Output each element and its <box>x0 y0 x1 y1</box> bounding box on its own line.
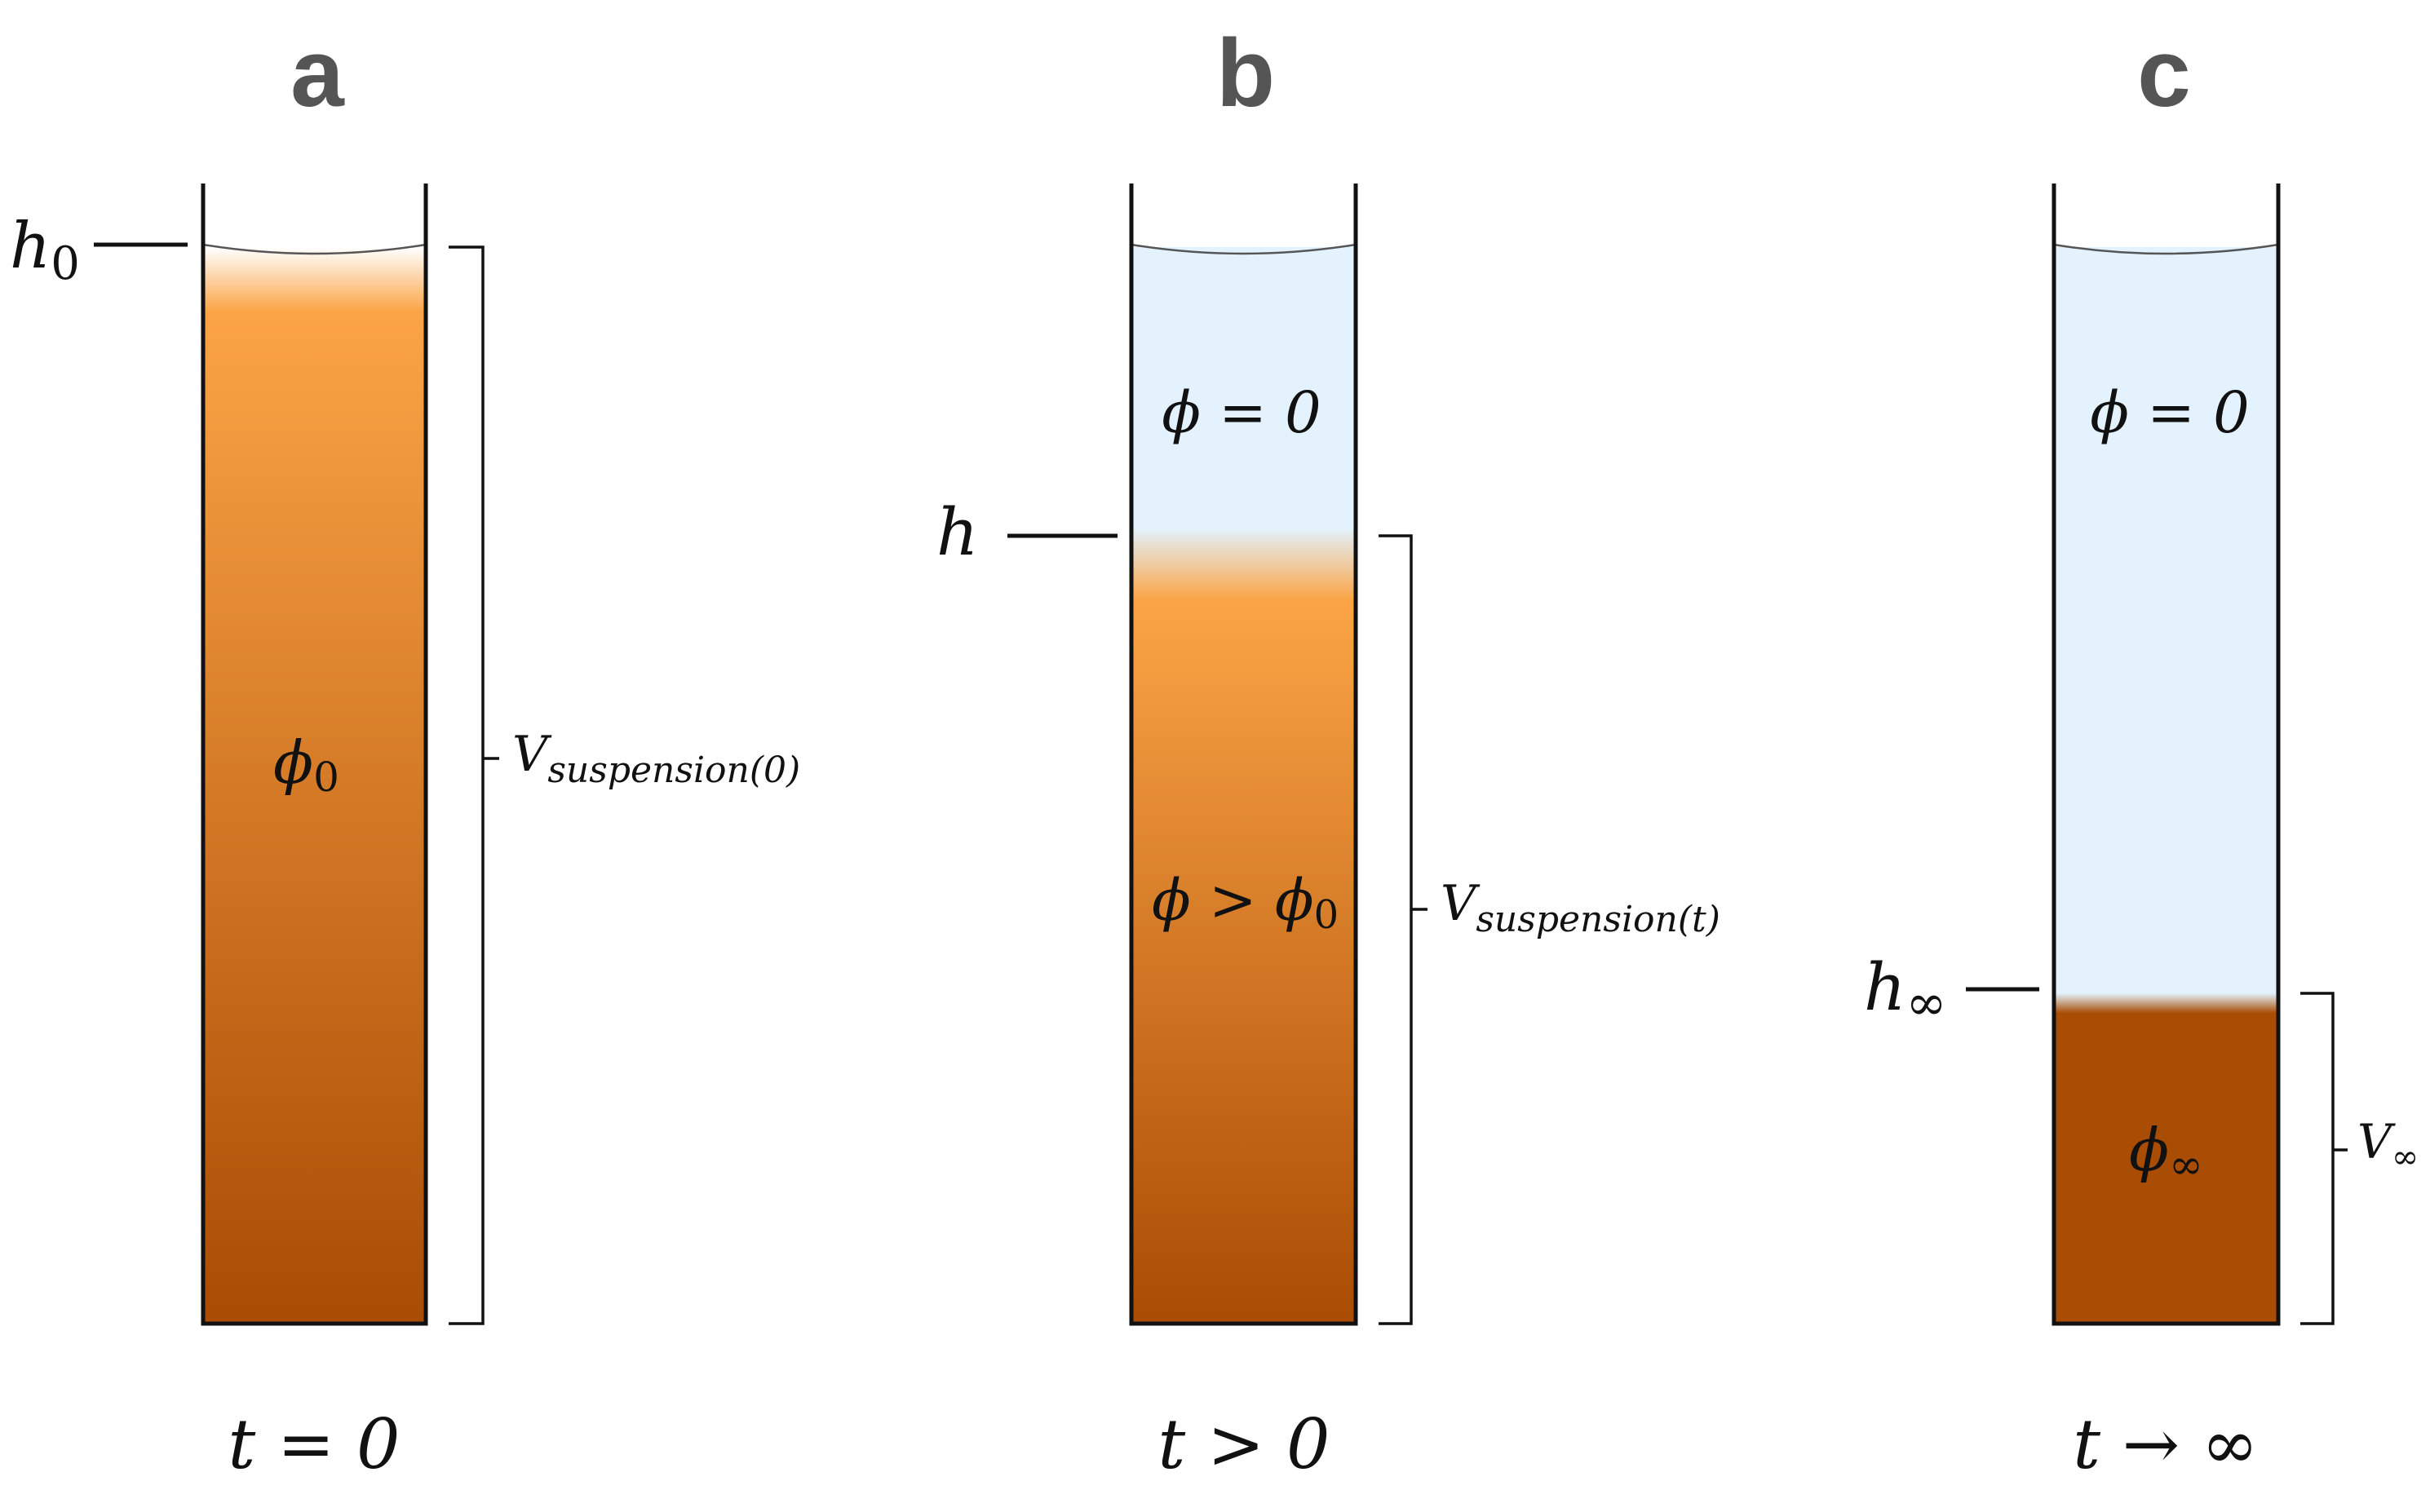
clear-liquid-b <box>1131 247 1356 528</box>
tube-c <box>2052 183 2281 1326</box>
clear-zone-label-b: ϕ = 0 <box>1162 379 1321 446</box>
initial-height-label: h0 <box>10 210 80 290</box>
suspension-column-b <box>1131 528 1356 1324</box>
time-label-c: t → ∞ <box>2073 1404 2259 1484</box>
meniscus-c <box>2053 243 2279 255</box>
panel-b: b ϕ = 0 h ϕ > ϕ0 Vsuspension(t) t > 0 <box>936 20 1720 1484</box>
concentrated-fraction-label: ϕ > ϕ0 <box>1152 867 1339 938</box>
volume-bracket-b <box>1379 534 1413 1325</box>
panel-label-c: c <box>2137 20 2191 127</box>
meniscus-a <box>202 243 427 255</box>
initial-volume-fraction-label: ϕ0 <box>273 728 339 801</box>
suspension-volume-label-a: Vsuspension(0) <box>512 726 800 791</box>
sediment-layer-c <box>2054 993 2278 1324</box>
panel-label-b: b <box>1216 20 1275 127</box>
suspension-volume-label-b: Vsuspension(t) <box>1441 875 1720 940</box>
panel-label-a: a <box>290 20 345 127</box>
time-label-b: t > 0 <box>1158 1404 1330 1484</box>
meniscus-b <box>1131 243 1357 255</box>
clear-zone-label-c: ϕ = 0 <box>2090 379 2249 446</box>
suspension-column-a <box>203 247 426 1324</box>
final-volume-label: V∞ <box>2357 1114 2419 1176</box>
time-label-a: t = 0 <box>228 1404 401 1484</box>
tube-a <box>201 183 428 1326</box>
final-height-label: h∞ <box>1864 949 1947 1032</box>
volume-bracket-c <box>2300 992 2335 1325</box>
panel-c: c ϕ = 0 h∞ ϕ∞ V∞ t → ∞ <box>1864 20 2419 1484</box>
panel-a: a h0 ϕ0 Vsuspension(0) t = 0 <box>10 20 800 1484</box>
volume-bracket-a <box>449 245 485 1325</box>
interface-height-label: h <box>936 494 979 570</box>
tube-b <box>1129 183 1358 1326</box>
clear-liquid-c <box>2054 247 2278 993</box>
final-fraction-label: ϕ∞ <box>2129 1116 2203 1188</box>
